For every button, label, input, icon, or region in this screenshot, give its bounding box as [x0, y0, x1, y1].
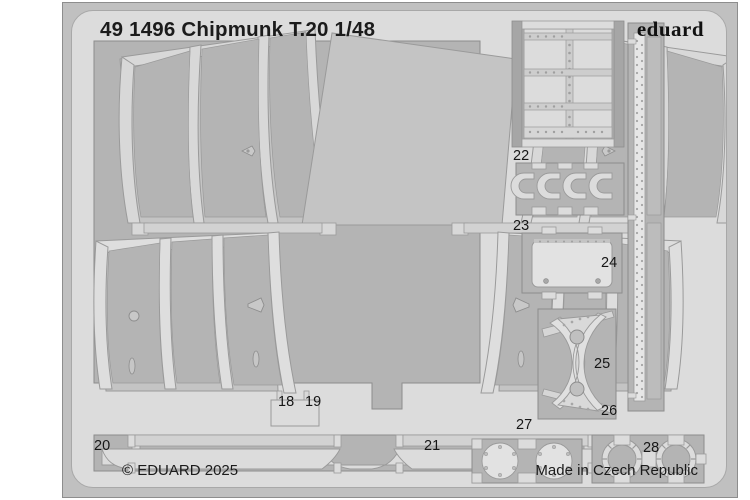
- label-box-18-19: [270, 390, 320, 427]
- fret-inner-surface: 49 1496 Chipmunk T.20 1/48 eduard © EDUA…: [71, 10, 727, 488]
- part-number-20: 20: [94, 438, 111, 454]
- page-title: 49 1496 Chipmunk T.20 1/48: [100, 18, 376, 41]
- part-number-18: 18: [278, 394, 295, 410]
- part-23-bracket-set: [510, 162, 625, 216]
- part-number-23: 23: [513, 218, 530, 234]
- part-number-26: 26: [601, 403, 618, 419]
- part-27-disc-pair: [471, 438, 583, 484]
- fret-artwork: [93, 20, 726, 484]
- part-28-ring-pair: [591, 434, 707, 484]
- part-number-21: 21: [424, 438, 441, 454]
- part-number-24: 24: [601, 255, 618, 271]
- eduard-logo: eduard: [636, 17, 704, 41]
- part-24-rect-panel: [521, 226, 623, 300]
- part-18-upper-canopy-left: [118, 28, 337, 226]
- part-number-27: 27: [516, 417, 533, 433]
- part-18-lower-canopy-left: [93, 231, 297, 394]
- part-number-19: 19: [305, 394, 322, 410]
- part-25-hourglass-bracket: [537, 308, 617, 420]
- part-number-22: 22: [513, 148, 530, 164]
- made-in-notice: Made in Czech Republic: [535, 462, 698, 479]
- photo-etch-fret: 49 1496 Chipmunk T.20 1/48 eduard © EDUA…: [62, 2, 738, 498]
- copyright-notice: © EDUARD 2025: [122, 462, 239, 479]
- part-number-25: 25: [594, 356, 611, 372]
- part-22-ribbed-frame: [511, 20, 625, 148]
- part-number-28: 28: [643, 440, 660, 456]
- part-26-perforated-strip: [627, 22, 665, 412]
